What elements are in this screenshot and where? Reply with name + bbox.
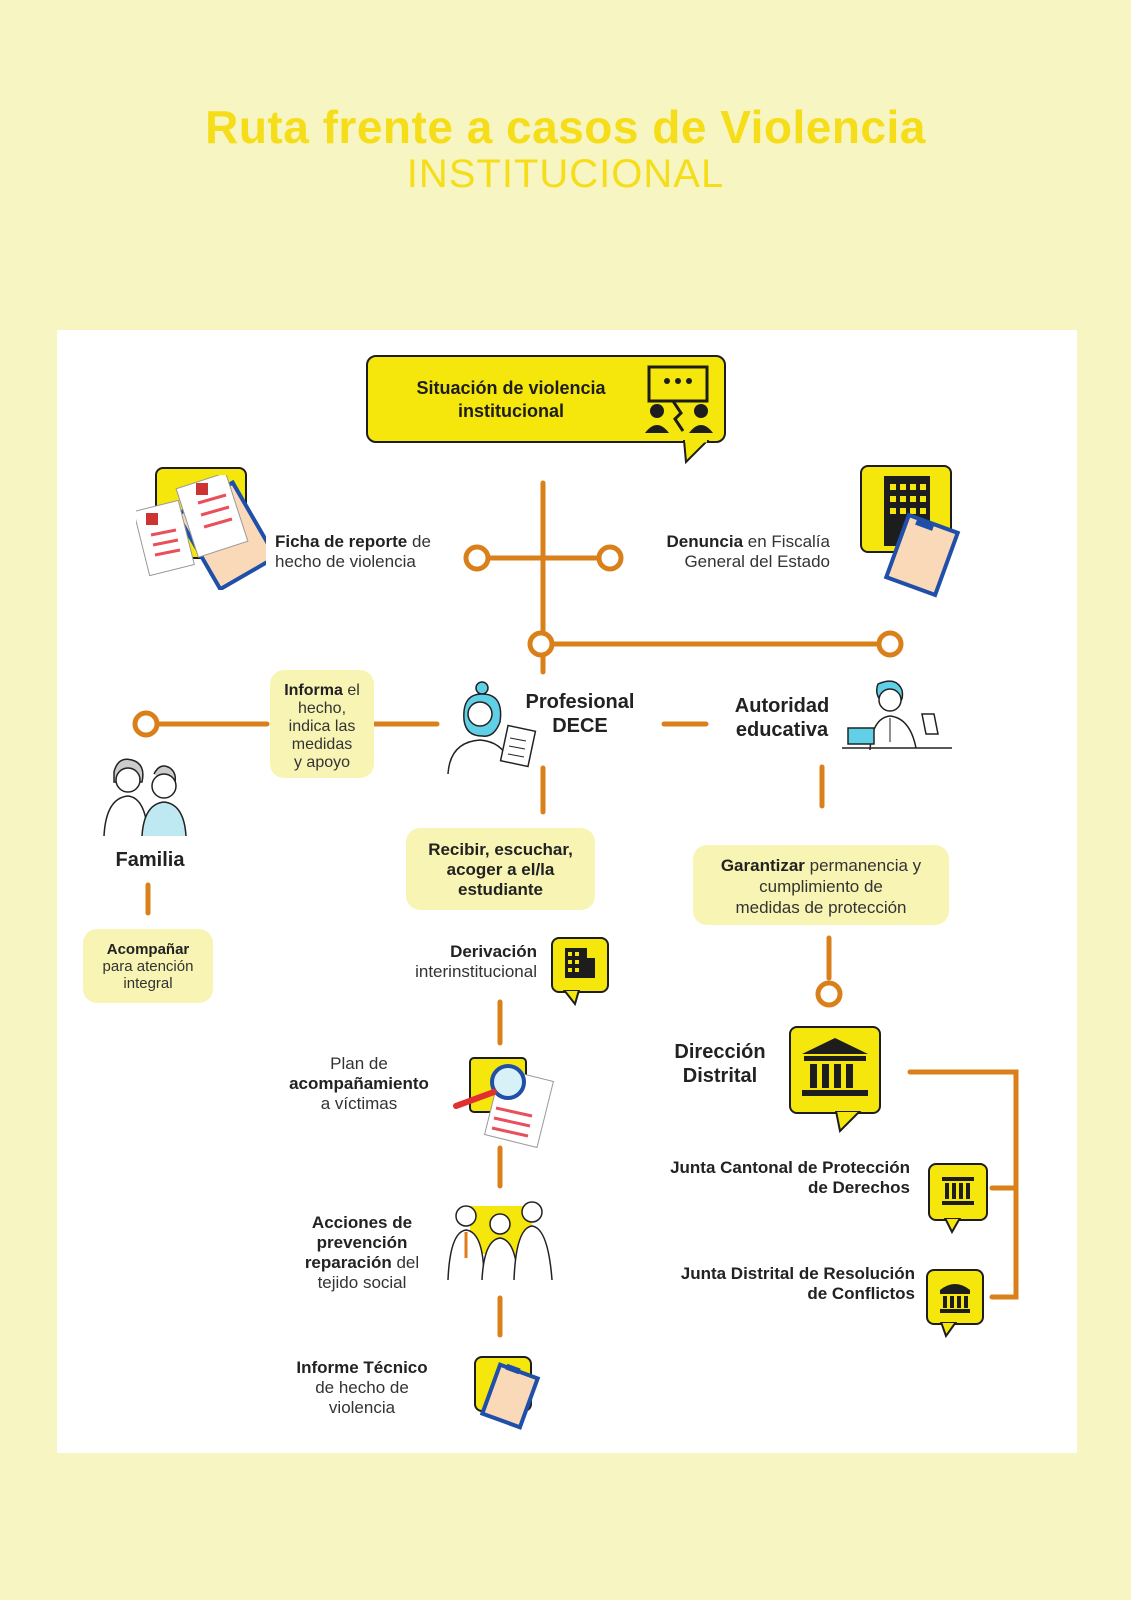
authority-desk-icon — [842, 680, 952, 751]
acciones-line1: Acciones de — [311, 1213, 413, 1232]
informa-line3: indica las — [288, 718, 356, 735]
informa-bubble: Informa el hecho, indica las medidas y a… — [270, 670, 374, 778]
plan-line2: acompañamiento — [289, 1074, 429, 1093]
informa-bold: Informa — [284, 682, 343, 699]
junta-distrital-icon-box — [926, 1269, 984, 1325]
situacion-line1: Situación de violencia — [416, 378, 606, 398]
ficha-rest: de — [407, 532, 431, 551]
ficha-label: Ficha de reporte de hecho de violencia — [275, 532, 465, 572]
denuncia-rest: en Fiscalía — [743, 532, 830, 551]
profesional-dece-label: Profesional DECE — [520, 690, 640, 738]
plan-line3: a víctimas — [320, 1094, 398, 1113]
clipboard-icon — [480, 1362, 541, 1430]
family-icon — [103, 758, 187, 837]
building-clipboard-icon — [883, 476, 961, 598]
autoridad-line2: educativa — [735, 719, 829, 741]
familia-label: Familia — [115, 849, 185, 871]
acompanar-bubble: Acompañar para atención integral — [83, 929, 213, 1003]
ficha-line2: hecho de violencia — [275, 552, 416, 571]
report-documents-icon — [136, 475, 266, 590]
bubble-tail — [682, 440, 710, 464]
informa-line4: medidas — [291, 736, 353, 753]
denuncia-line2: General del Estado — [684, 552, 830, 571]
recibir-line2: acoger a el/la — [446, 860, 555, 879]
direccion-label: Dirección Distrital — [660, 1040, 780, 1088]
junta-cantonal-line2: de Derechos — [807, 1178, 910, 1197]
garantizar-line2: cumplimiento de — [759, 877, 883, 896]
recibir-bubble: Recibir, escuchar, acoger a el/la estudi… — [406, 828, 595, 910]
profesional-line2: DECE — [552, 715, 608, 737]
autoridad-line1: Autoridad — [734, 695, 830, 717]
acciones-label: Acciones de prevención reparación del te… — [297, 1213, 427, 1293]
derivacion-bold: Derivación — [450, 942, 537, 961]
ficha-bold: Ficha de reporte — [275, 532, 408, 551]
page-title: Ruta frente a casos de Violencia — [205, 101, 926, 153]
garantizar-bubble: Garantizar permanencia y cumplimiento de… — [693, 845, 949, 925]
acciones-line2: prevención — [316, 1233, 408, 1252]
recibir-line1: Recibir, escuchar, — [428, 840, 573, 859]
profesional-line1: Profesional — [525, 691, 635, 713]
autoridad-label: Autoridad educativa — [722, 694, 842, 742]
building-icon — [565, 948, 595, 978]
derivacion-label: Derivación interinstitucional — [362, 942, 537, 982]
situacion-line2: institucional — [457, 401, 564, 421]
informe-line3: violencia — [328, 1398, 396, 1417]
junta-distrital-line1: Junta Distrital de Resolución — [680, 1264, 915, 1283]
acompanar-line2: para atención — [102, 958, 194, 975]
direccion-line2: Distrital — [682, 1065, 758, 1087]
acciones-bold3: reparación — [304, 1253, 392, 1272]
denuncia-bold: Denuncia — [666, 532, 744, 551]
informe-bold: Informe Técnico — [296, 1358, 428, 1377]
magnifier-document-icon — [453, 1057, 555, 1148]
junta-distrital-line2: de Conflictos — [807, 1284, 915, 1303]
page-subtitle: INSTITUCIONAL — [406, 152, 725, 196]
recibir-line3: estudiante — [457, 880, 544, 899]
denuncia-label: Denuncia en Fiscalía General del Estado — [620, 532, 830, 572]
acompanar-bold: Acompañar — [106, 941, 190, 958]
garantizar-rest: permanencia y — [804, 856, 922, 875]
junta-cantonal-label: Junta Cantonal de Protección de Derechos — [620, 1158, 910, 1198]
garantizar-bold: Garantizar — [720, 856, 805, 875]
informe-line2: de hecho de — [315, 1378, 409, 1397]
informa-rest: el — [342, 682, 360, 699]
junta-cantonal-line1: Junta Cantonal de Protección — [670, 1158, 910, 1177]
professional-woman-icon — [447, 681, 537, 775]
derivacion-line2: interinstitucional — [415, 962, 537, 981]
bubble-tail — [940, 1322, 958, 1338]
garantizar-line3: medidas de protección — [735, 898, 907, 917]
plan-line1: Plan de — [330, 1054, 388, 1073]
junta-distrital-label: Junta Distrital de Resolución de Conflic… — [625, 1264, 915, 1304]
bubble-tail — [944, 1218, 962, 1234]
situacion-box: Situación de violencia institucional — [366, 355, 726, 443]
institution-icon — [942, 1177, 974, 1205]
institution-icon — [940, 1284, 970, 1313]
institution-icon — [802, 1038, 868, 1096]
informa-line2: hecho, — [297, 700, 347, 717]
acciones-line4: tejido social — [317, 1273, 407, 1292]
acompanar-line3: integral — [123, 975, 173, 992]
conflict-icon — [645, 365, 713, 433]
acciones-rest3: del — [391, 1253, 420, 1272]
community-people-icon — [447, 1201, 553, 1281]
informa-line5: y apoyo — [293, 754, 351, 771]
direccion-line1: Dirección — [674, 1041, 766, 1063]
plan-label: Plan de acompañamiento a víctimas — [285, 1054, 433, 1114]
bubble-tail — [834, 1111, 862, 1133]
informe-label: Informe Técnico de hecho de violencia — [292, 1358, 432, 1418]
bubble-tail — [563, 990, 581, 1006]
